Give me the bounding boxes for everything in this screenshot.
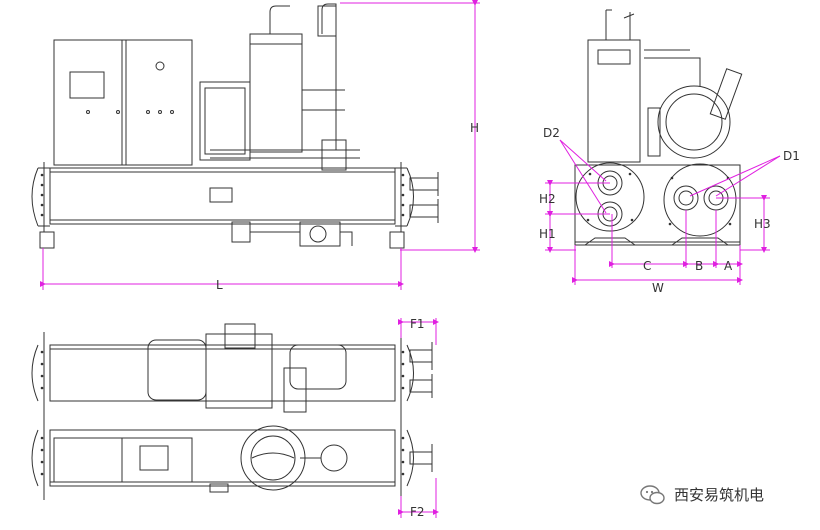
top-cabinet	[53, 437, 193, 483]
control-cabinet	[53, 39, 193, 166]
front-dimensions	[40, 0, 480, 290]
side-frame	[574, 164, 741, 246]
side-compressor	[657, 85, 731, 159]
top-dimensions	[398, 318, 439, 518]
label-D1: D1	[783, 149, 800, 163]
label-B: B	[695, 259, 703, 273]
front-view	[31, 3, 439, 249]
label-H: H	[470, 121, 479, 135]
label-H1: H1	[539, 227, 556, 241]
label-H3: H3	[754, 217, 771, 231]
label-A: A	[724, 259, 733, 273]
watermark-text: 西安易筑机电	[674, 486, 765, 504]
control-screen	[69, 71, 105, 99]
top-view	[31, 323, 433, 500]
side-cabinet	[587, 39, 641, 163]
side-dimensions	[545, 139, 781, 285]
label-F2: F2	[410, 505, 425, 519]
watermark: 西安易筑机电	[640, 484, 764, 505]
label-C: C	[643, 259, 651, 273]
top-terminal-box	[224, 323, 256, 349]
top-upper-shell	[49, 344, 396, 402]
left-tubesheet	[575, 162, 645, 232]
top-lower-shell	[49, 429, 396, 487]
right-tubesheet	[663, 163, 737, 237]
label-W: W	[652, 281, 664, 295]
label-L: L	[216, 278, 223, 292]
side-view	[574, 9, 743, 246]
oil-separator	[249, 33, 303, 153]
label-D2: D2	[543, 126, 560, 140]
label-F1: F1	[410, 317, 425, 331]
wechat-icon	[640, 484, 665, 504]
label-H2: H2	[539, 192, 556, 206]
front-shell	[49, 167, 396, 225]
